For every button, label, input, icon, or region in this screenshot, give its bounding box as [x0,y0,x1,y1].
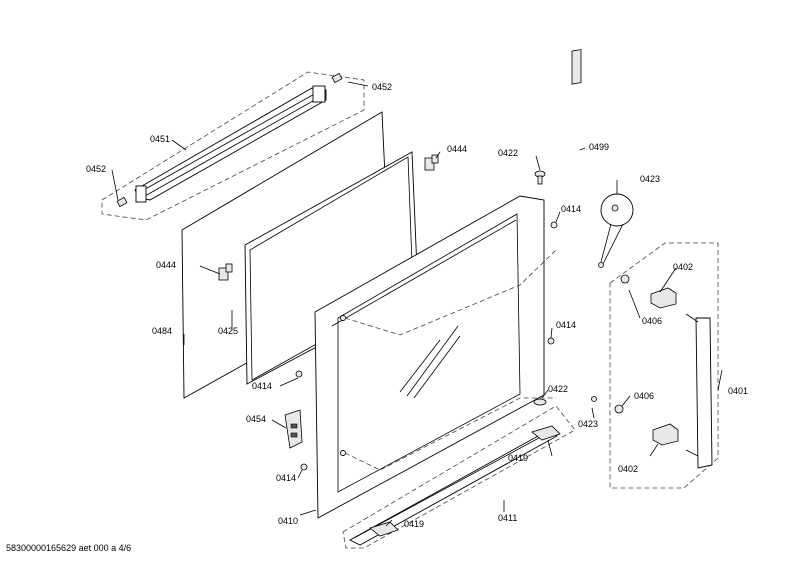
stop-0422-top [534,170,546,185]
label-0499: 0499 [589,142,609,152]
bracket-0402-bottom [652,423,679,446]
frame-hole-tl [340,315,346,321]
clip-0419-top [531,425,561,441]
trim-end-cap-left [135,185,147,203]
label-0452-top: 0452 [372,82,392,92]
spacer-0406-top [620,274,630,284]
label-0411: 0411 [498,513,517,523]
bottom-trim-0411 [342,405,576,549]
bracket-0402-top [650,287,677,309]
label-0454: 0454 [246,414,266,424]
label-0414-b: 0414 [556,320,576,330]
label-0423-top: 0423 [640,174,660,184]
label-0402-top: 0402 [673,262,693,272]
hinge-0454 [284,409,303,449]
stop-0422-bottom [533,398,547,406]
label-0451: 0451 [150,134,170,144]
label-0414-c: 0414 [252,381,272,391]
align-line-2 [344,397,556,471]
clip-0419-bottom [369,521,399,537]
trim-group-outline [101,71,365,221]
detail-circle-0423 [598,193,634,268]
seal-0499 [571,49,582,85]
trim-strip-edge2 [144,96,321,197]
screw-0414-c [295,370,303,378]
label-0423-bottom: 0423 [578,419,598,429]
part-labels: 0452 0451 0452 0444 0422 0499 0423 0414 … [86,82,748,529]
screw-0414-a [550,221,558,229]
label-0410: 0410 [278,516,298,526]
label-0414-d: 0414 [276,473,296,483]
label-0425: 0425 [218,326,238,336]
label-0402-bottom: 0402 [618,464,638,474]
label-0414-a: 0414 [561,204,581,214]
spacer-0406-bottom [614,404,624,414]
label-0422-top: 0422 [498,148,518,158]
label-0422-bottom: 0422 [548,384,568,394]
leader-lines [111,81,723,527]
label-0452-left: 0452 [86,164,106,174]
part-0423-bottom [591,396,597,402]
pin-0452-right [331,72,343,84]
label-0444-left: 0444 [156,260,176,270]
frame-hole-bl [340,450,346,456]
label-0406-top: 0406 [642,316,662,326]
label-0419-a: 0419 [508,453,528,463]
label-0419-b: 0419 [404,519,424,529]
label-0444-top: 0444 [447,144,467,154]
label-0484: 0484 [152,326,172,336]
screw-0414-b [547,337,555,345]
footer-document-id: 58300000165629 aet 000 a 4/6 [6,543,131,553]
trim-strip-assembly [101,71,365,221]
clip-0444-top [424,154,439,171]
pin-0452-left [116,196,128,208]
align-line-1 [344,249,557,336]
screw-0414-d [300,463,308,471]
trim-strip-edge [139,91,319,193]
handle-assembly-0401 [609,242,719,489]
handle-bar [695,317,713,469]
glass-reflection-1 [399,339,441,393]
glass-reflection-2 [406,325,459,397]
label-0401: 0401 [728,386,748,396]
label-0406-bottom: 0406 [634,391,654,401]
door-frame-0410 [314,195,545,519]
glass-reflection-3 [413,335,461,399]
trim-end-cap-right [312,85,326,103]
